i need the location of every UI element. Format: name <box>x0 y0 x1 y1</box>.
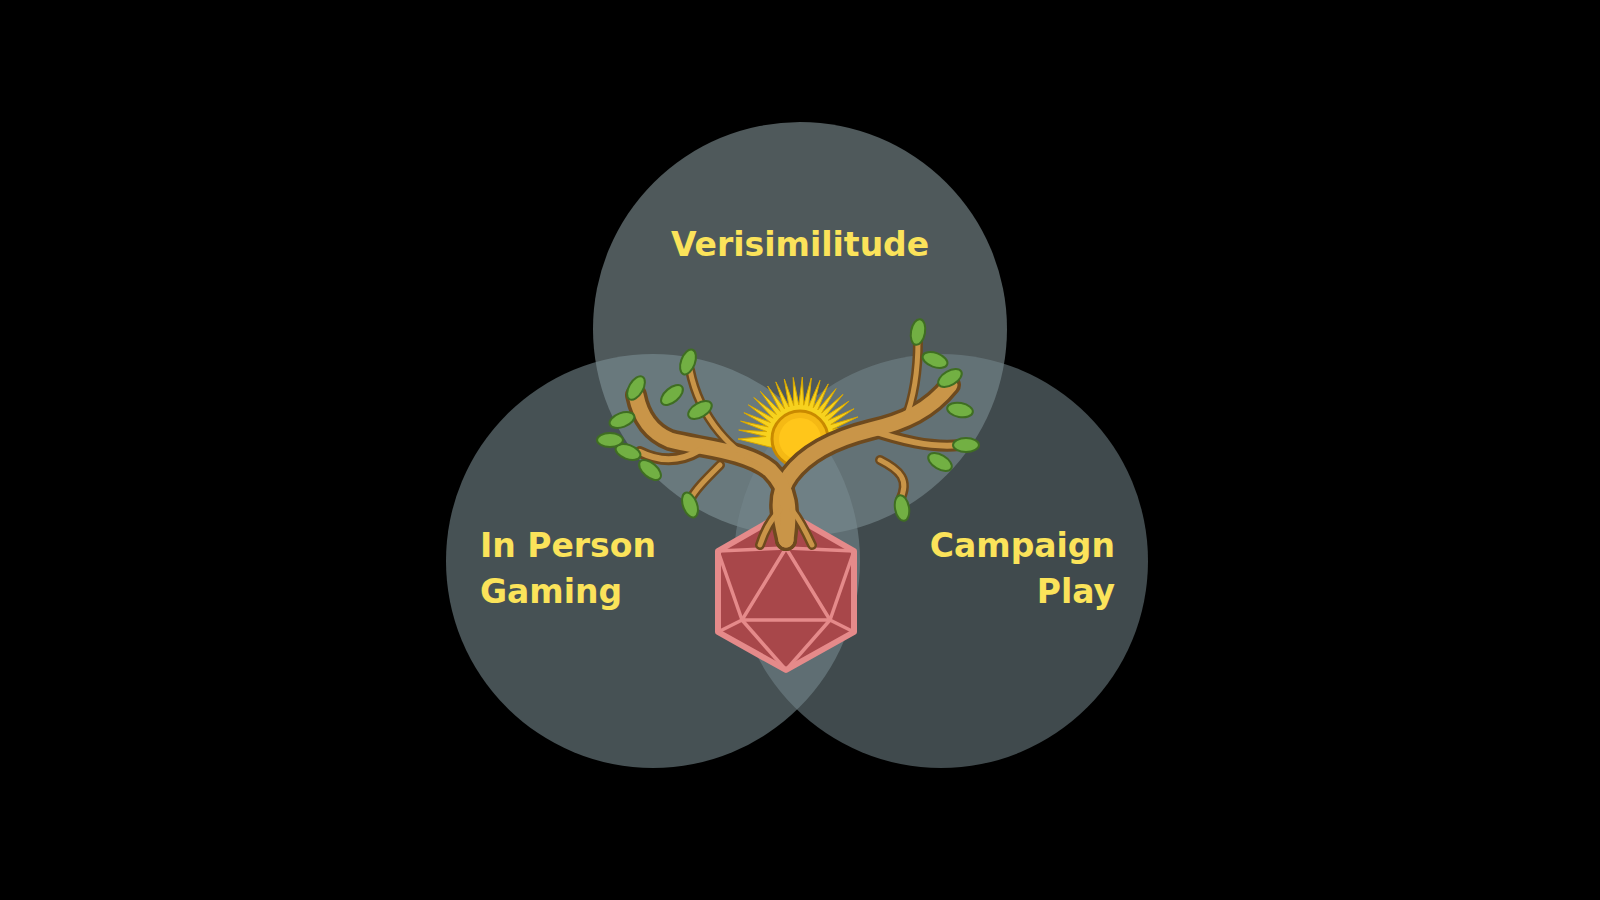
d20-die <box>718 512 854 670</box>
circle-label: In Person Gaming <box>480 523 710 615</box>
die-outline <box>718 512 854 670</box>
leaf <box>636 456 665 483</box>
leaf <box>925 449 955 474</box>
leaf <box>953 438 979 452</box>
leaf <box>597 433 623 447</box>
leaf <box>658 381 687 408</box>
circle-fill <box>734 354 1148 768</box>
leaf <box>935 365 965 390</box>
tree-wood <box>636 340 960 545</box>
tree <box>597 318 979 545</box>
tree-outline <box>636 340 960 545</box>
tree-leaves <box>597 318 979 522</box>
leaf <box>920 349 949 371</box>
leaf <box>623 373 648 403</box>
leaf <box>946 401 974 419</box>
leaf <box>677 347 699 376</box>
circle-label: Campaign Play <box>885 523 1115 615</box>
leaf <box>893 494 911 522</box>
venn-circle: Campaign Play <box>734 354 1148 768</box>
leaf <box>685 397 715 422</box>
circle-label: Verisimilitude <box>650 222 950 268</box>
leaf <box>613 441 642 463</box>
die-facets <box>718 512 854 670</box>
leaf <box>679 490 701 519</box>
sun-rays <box>738 377 862 447</box>
sun <box>738 377 862 467</box>
leaf <box>909 318 927 346</box>
sun-core <box>779 418 821 460</box>
sun-disc <box>772 411 828 467</box>
leaf <box>607 409 636 431</box>
